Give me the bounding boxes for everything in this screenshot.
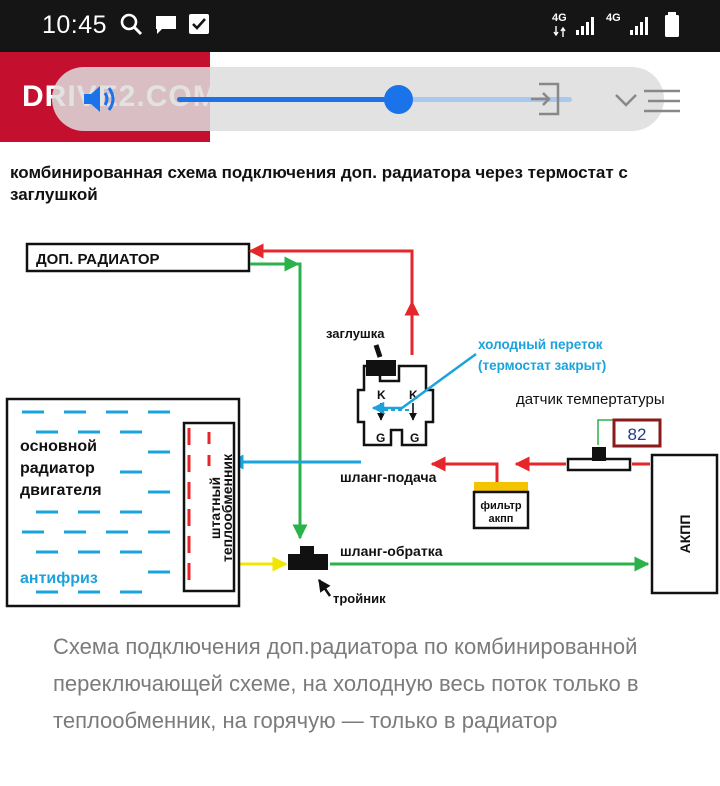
supply-hose-label: шланг-подача	[340, 469, 437, 485]
site-header: DRIVE2.COM	[0, 52, 720, 142]
diagram-title: комбинированная схема подключения доп. р…	[10, 163, 628, 204]
network-label-2: 4G	[606, 12, 621, 24]
heat-exchanger-box	[182, 421, 236, 593]
battery-icon	[665, 12, 679, 37]
main-radiator-label-1: основной	[20, 438, 97, 455]
tee-pointer	[317, 578, 332, 597]
network-label-1: 4G	[552, 12, 567, 24]
filter-label-2: акпп	[489, 513, 514, 525]
status-time: 10:45	[42, 11, 108, 39]
temp-sensor-label: датчик темпертатуры	[516, 391, 665, 408]
seek-bar[interactable]	[177, 85, 572, 114]
dop-radiator-label: ДОП. РАДИАТОР	[36, 251, 160, 268]
cold-flow-arrow	[371, 352, 477, 415]
message-icon	[156, 16, 176, 34]
port-g-right: G	[410, 431, 419, 445]
cooling-diagram: ДОП. РАДИАТОР K K G G заглушка холодный …	[5, 242, 719, 608]
green-line-from-radiator	[250, 262, 308, 540]
hot-line-to-thermostat	[430, 456, 499, 482]
temp-value: 82	[628, 425, 647, 444]
cold-flow-label-2: (термостат закрыт)	[478, 358, 606, 373]
heat-exchanger-label-2: теплообменник	[219, 453, 235, 562]
cold-flow-label-1: холодный переток	[478, 337, 603, 352]
chevron-down-icon[interactable]	[614, 89, 682, 113]
dop-radiator-box	[25, 242, 251, 273]
port-k-right: K	[409, 388, 418, 402]
main-radiator-label-2: радиатор	[20, 460, 95, 477]
sensor-head	[592, 447, 606, 461]
sensor-wire	[597, 419, 614, 445]
filter-body	[472, 490, 530, 530]
temp-display	[612, 418, 662, 448]
heat-exchanger-label-1: штатный	[207, 477, 223, 539]
tee-stem	[300, 546, 314, 556]
seek-bar-fill	[177, 97, 399, 102]
filter-cap	[474, 482, 528, 492]
exchanger-red-marks	[187, 428, 211, 580]
signal-icon-2	[630, 17, 648, 35]
plug-pointer	[373, 344, 383, 358]
akpp-label: АКПП	[677, 515, 693, 554]
thermostat-body	[356, 364, 435, 447]
port-k-left: K	[377, 388, 386, 402]
return-hose-label: шланг-обратка	[340, 543, 443, 559]
coolant-dashes	[22, 410, 170, 594]
main-radiator-label-3: двигателя	[20, 482, 102, 499]
plug-label: заглушка	[326, 326, 385, 341]
seek-knob[interactable]	[384, 85, 414, 114]
tee-label: тройник	[333, 591, 386, 606]
filter-label-1: фильтр	[480, 500, 522, 512]
article-caption: Схема подключения доп.радиатора по комби…	[53, 634, 639, 733]
exit-fullscreen-icon[interactable]	[530, 82, 560, 116]
sensor-body	[566, 457, 632, 472]
akpp-box	[650, 453, 719, 595]
hot-line-to-radiator	[248, 243, 414, 302]
signal-icon-1	[576, 17, 594, 35]
status-bar: 10:45 4G 4G	[0, 0, 720, 52]
port-g-left: G	[376, 431, 385, 445]
plug-cap	[366, 360, 396, 376]
video-control-bar	[52, 67, 680, 131]
volume-icon[interactable]	[82, 83, 120, 115]
checkbox-icon	[189, 14, 209, 34]
tee-body	[288, 554, 328, 570]
antifreeze-label: антифриз	[20, 570, 98, 587]
search-icon	[120, 13, 143, 36]
data-arrows-icon	[553, 26, 566, 37]
